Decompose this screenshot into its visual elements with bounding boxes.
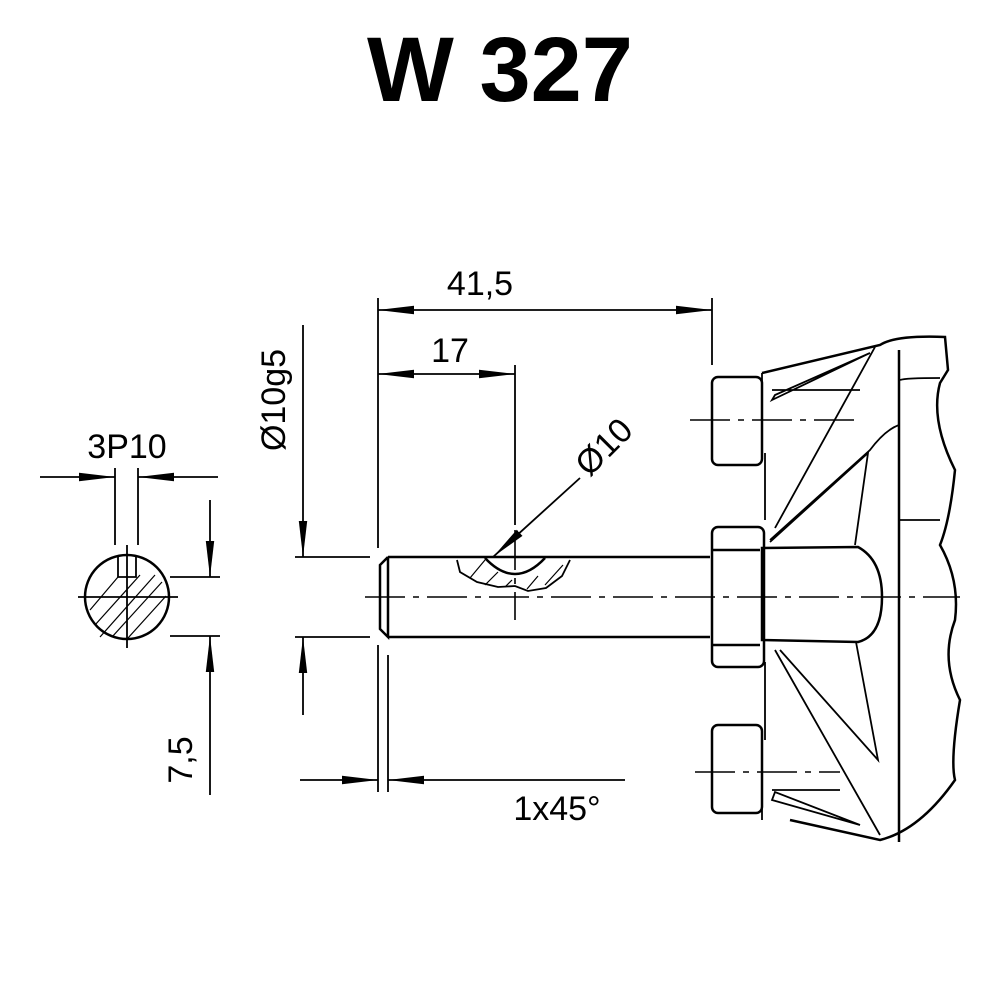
overall-length-label: 41,5 [447,265,513,303]
keyway-width-label: 3P10 [87,428,166,466]
hole-diameter-label: Ø10 [568,411,640,483]
chamfer-dimension: 1x45° [300,645,625,828]
shaft-diameter-dimension: Ø10g5 [255,325,370,715]
shaft [365,530,960,641]
chamfer-label: 1x45° [513,790,600,828]
overall-length-dimension: 41,5 [377,265,713,548]
hole-position-dimension: 17 [378,332,516,525]
keyway-depth-dimension: 7,5 [162,500,220,795]
handwheel [690,335,962,842]
part-number-title: W 327 [367,19,633,121]
hole-position-label: 17 [431,332,469,370]
shaft-cross-section [78,545,178,648]
keyway-depth-label: 7,5 [162,736,200,783]
shaft-diameter-label: Ø10g5 [255,349,293,451]
keyway-width-dimension: 3P10 [40,428,218,545]
